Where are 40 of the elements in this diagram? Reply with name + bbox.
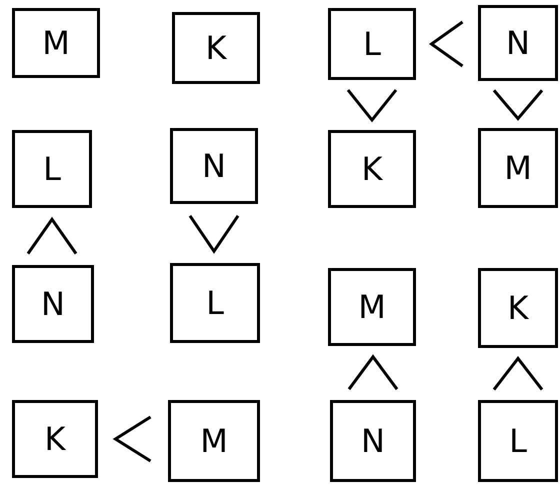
letter: N <box>361 425 385 457</box>
letter: M <box>42 27 70 59</box>
letter-box <box>12 400 98 478</box>
letter: L <box>206 287 224 319</box>
letter-box <box>170 128 258 204</box>
chevron <box>26 216 78 254</box>
letter-box <box>12 265 94 343</box>
letter: L <box>509 425 527 457</box>
letter-box <box>12 8 100 78</box>
letter: N <box>202 150 226 182</box>
letter-box <box>328 130 416 208</box>
letter-box <box>478 268 558 348</box>
letter-box <box>12 130 92 208</box>
letter-box <box>172 12 260 84</box>
letter: L <box>43 153 61 185</box>
letter: M <box>358 291 386 323</box>
chevron <box>492 356 544 391</box>
letter-box <box>168 400 260 482</box>
letter-box <box>478 5 558 81</box>
letter: N <box>506 27 530 59</box>
letter: K <box>362 153 382 185</box>
letter-box <box>330 400 416 482</box>
chevron <box>188 214 240 254</box>
letter: L <box>363 28 381 60</box>
letter-box <box>328 268 416 346</box>
letter-box <box>328 8 416 80</box>
letter: N <box>41 288 65 320</box>
chevron <box>112 416 152 462</box>
letter: M <box>504 152 532 184</box>
letter: K <box>508 292 528 324</box>
letter: K <box>44 423 66 455</box>
letter: M <box>200 425 228 457</box>
chevron <box>348 354 398 390</box>
letter-box <box>478 400 558 482</box>
chevron <box>346 89 398 122</box>
letter-box <box>170 263 260 343</box>
chevron <box>428 20 464 68</box>
chevron <box>492 89 544 121</box>
letter: K <box>206 32 226 64</box>
letter-box <box>478 128 558 208</box>
